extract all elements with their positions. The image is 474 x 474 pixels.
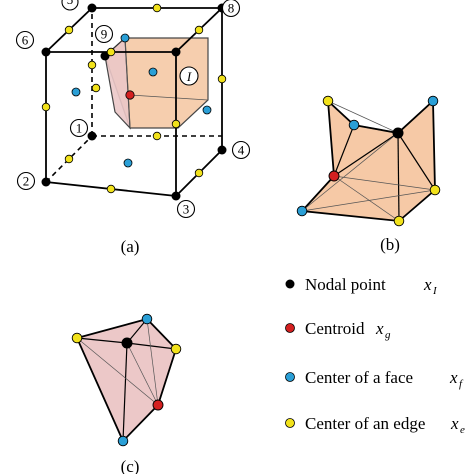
polyhedron-c-shape	[75, 317, 178, 443]
b-centroid-point	[328, 170, 340, 182]
legend-face-subscript: f	[459, 378, 464, 390]
b-edge-centers	[322, 95, 441, 227]
c-nodal-point	[121, 337, 133, 349]
polyhedron-c-diagonals	[76, 318, 159, 406]
panel-a: 5 8 6 9 1 4 2 3 I (a)	[15, 0, 251, 256]
legend-item-nodal: Nodal point x I	[285, 275, 438, 297]
node-label-1: 1	[76, 121, 83, 136]
node-label-4: 4	[238, 143, 245, 158]
legend-item-centroid: Centroid x g	[285, 319, 391, 341]
legend-face-text: Center of a face	[305, 368, 413, 387]
panel-c: (c)	[71, 313, 182, 474]
c-edge-centers	[71, 332, 182, 355]
polyhedron-b-shape	[300, 98, 436, 222]
legend-face-marker	[285, 372, 295, 382]
b-nodal-point	[392, 127, 404, 139]
c-centroid-point	[152, 399, 164, 411]
legend: Nodal point x I Centroid x g Center of a…	[285, 275, 465, 436]
legend-nodal-marker	[285, 279, 295, 289]
element-label-I: I	[186, 69, 192, 84]
cube-edge-centers	[41, 3, 227, 194]
panel-b: (b)	[296, 95, 441, 254]
legend-nodal-text: Nodal point	[305, 275, 386, 294]
legend-nodal-subscript: I	[432, 285, 438, 297]
legend-centroid-subscript: g	[385, 329, 391, 341]
legend-edge-subscript: e	[460, 424, 465, 436]
node-label-8: 8	[228, 1, 235, 16]
legend-centroid-symbol: x	[375, 319, 384, 338]
legend-edge-marker	[285, 418, 295, 428]
legend-item-edge: Center of an edge x e	[285, 414, 465, 436]
figure-label-b: (b)	[380, 235, 400, 254]
node-number-rings	[15, 0, 251, 219]
figure-label-c: (c)	[121, 457, 140, 474]
node-label-3: 3	[183, 202, 190, 217]
node-label-6: 6	[22, 33, 29, 48]
legend-face-symbol: x	[449, 368, 458, 387]
cube-centroid-point	[125, 90, 135, 100]
cube-face-centers	[71, 33, 212, 168]
node-label-2: 2	[23, 174, 30, 189]
legend-centroid-marker	[285, 323, 295, 333]
figure-label-a: (a)	[121, 237, 140, 256]
legend-nodal-symbol: x	[423, 275, 432, 294]
legend-edge-symbol: x	[450, 414, 459, 433]
legend-edge-text: Center of an edge	[305, 414, 425, 433]
legend-centroid-text: Centroid	[305, 319, 365, 338]
node-label-5: 5	[67, 0, 74, 7]
c-face-centers	[117, 313, 153, 447]
polyhedron-b-inner-edges	[333, 100, 436, 222]
polyhedron-b-diagonals	[301, 100, 436, 222]
node-label-9: 9	[101, 27, 108, 42]
b-face-centers	[296, 95, 439, 217]
legend-item-face: Center of a face x f	[285, 368, 464, 390]
